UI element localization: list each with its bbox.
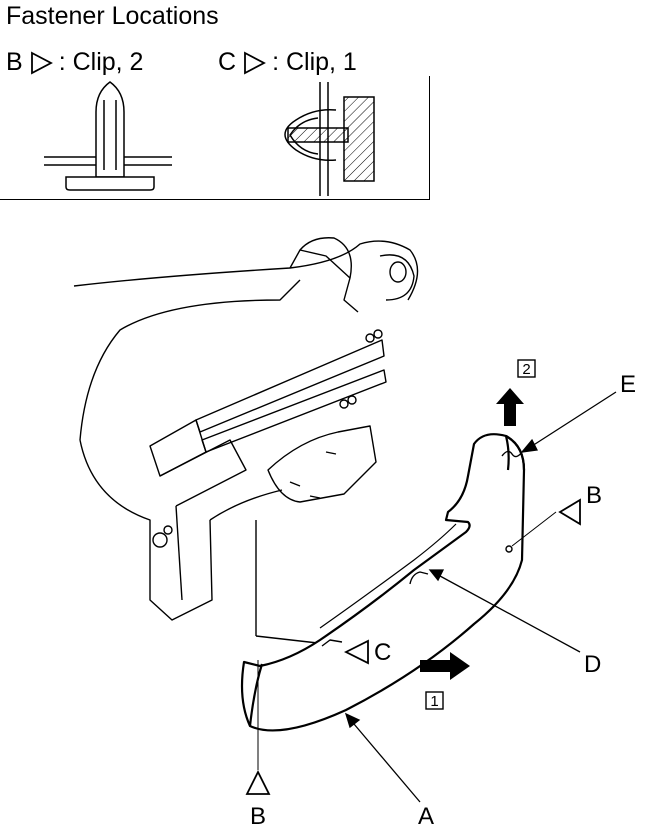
triangle-marker-icon bbox=[245, 769, 271, 795]
callout-a: A bbox=[418, 803, 434, 830]
callout-b-side: B bbox=[586, 482, 602, 509]
leader-lines bbox=[257, 391, 617, 803]
marker-b-bottom: B bbox=[245, 769, 271, 830]
callout-b-bottom: B bbox=[250, 803, 266, 830]
clip-c-illustration bbox=[284, 82, 375, 196]
callout-c: C bbox=[374, 639, 391, 666]
triangle-marker-icon bbox=[343, 639, 369, 665]
legend-clip-b: B : Clip, 2 bbox=[6, 48, 143, 77]
legend-letter-b: B bbox=[6, 48, 23, 76]
legend-letter-c: C bbox=[218, 48, 237, 76]
callout-e: E bbox=[620, 371, 636, 398]
arrow-right-step-1 bbox=[420, 652, 470, 680]
clip-b-illustration bbox=[44, 81, 172, 191]
step-2-box: 2 bbox=[517, 359, 536, 378]
diagram-title: Fastener Locations bbox=[6, 2, 219, 30]
seat-frame-illustration bbox=[73, 237, 419, 647]
legend-text-c: : Clip, 1 bbox=[272, 48, 357, 76]
triangle-marker-icon bbox=[30, 51, 53, 74]
arrow-up-step-2 bbox=[496, 388, 524, 426]
side-cover-part bbox=[240, 433, 526, 732]
marker-b-side: B bbox=[558, 482, 602, 526]
legend-text-b: : Clip, 2 bbox=[58, 48, 144, 76]
step-1-label: 1 bbox=[430, 693, 438, 710]
fastener-inset-frame bbox=[0, 76, 430, 200]
step-1-box: 1 bbox=[425, 691, 444, 710]
triangle-marker-icon bbox=[558, 498, 581, 526]
callout-d: D bbox=[584, 651, 601, 678]
legend-clip-c: C : Clip, 1 bbox=[218, 48, 357, 77]
step-2-label: 2 bbox=[522, 361, 530, 378]
marker-c: C bbox=[343, 639, 391, 666]
triangle-marker-icon bbox=[244, 51, 266, 74]
